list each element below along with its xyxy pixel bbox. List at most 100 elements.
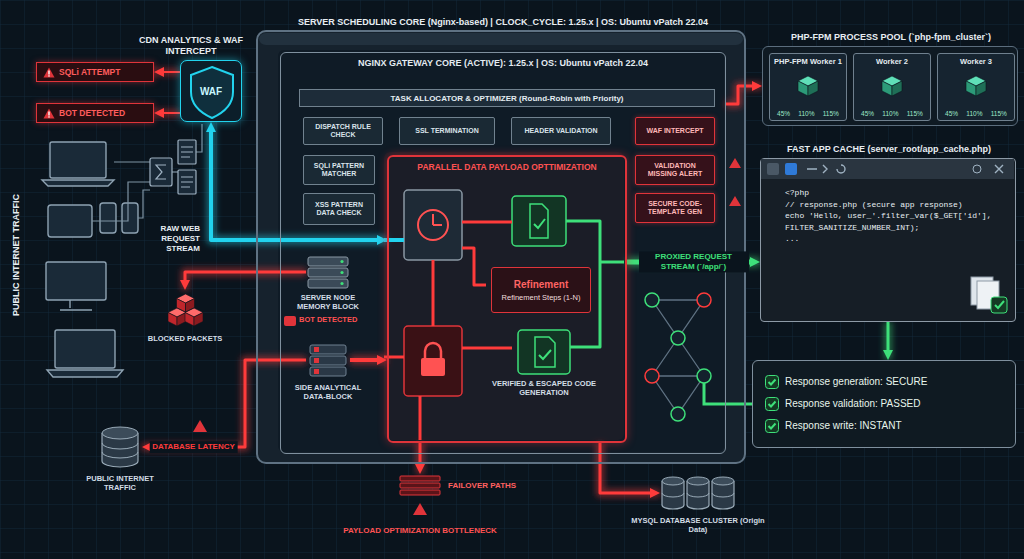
heading-holder: FAST APP CACHE (server_root/app_cache.ph…	[761, 144, 1017, 155]
value-row: 45%110%115%	[773, 110, 843, 117]
flow-connector	[419, 443, 422, 465]
client-devices	[48, 205, 92, 237]
node-text: XSS PATTERN DATA CHECK	[308, 201, 370, 218]
failover-symbol	[398, 474, 442, 498]
heading-holder: BLOCKED PACKETS	[140, 334, 230, 343]
verified-document	[534, 219, 545, 228]
request-documents	[150, 140, 196, 194]
mysql-cluster-icon: MYSQL DATABASE CLUSTER (Origin Data)	[660, 474, 736, 512]
editor-toolbar	[767, 163, 779, 175]
heading-text: SERVER NODE MEMORY BLOCK	[284, 293, 372, 311]
load-percent: 45%	[777, 110, 790, 117]
connector-glow	[416, 443, 424, 474]
client-devices	[50, 142, 106, 178]
heading-text: SIDE ANALYTICAL DATA-BLOCK	[284, 383, 372, 401]
process-box: DISPATCH RULE CHECK	[303, 117, 383, 145]
worker-cube	[798, 81, 808, 96]
code-gen-icon: VERIFIED & ESCAPED CODE GENERATION	[517, 329, 571, 375]
node-text: HEADER VALIDATION	[516, 127, 606, 135]
server-symbol	[340, 271, 343, 274]
load-percent: 110%	[882, 110, 898, 117]
shield-symbol	[191, 67, 233, 118]
app-cache-window: <?php// response.php (secure app respons…	[760, 158, 1016, 322]
internal-flow	[384, 222, 512, 440]
node-text: PHP-FPM Worker 1	[773, 57, 843, 66]
worker-mesh	[645, 293, 752, 421]
code-line: FILTER_SANITIZE_NUMBER_INT);	[785, 222, 1005, 234]
payload-lock	[404, 326, 462, 396]
worker-cube	[961, 72, 991, 100]
greendoc-symbol	[518, 330, 570, 374]
flow-connector	[600, 443, 651, 493]
worker-mesh	[645, 369, 659, 383]
stack-symbol	[306, 341, 350, 379]
process-box: SSL TERMINATION	[399, 117, 495, 145]
scheduler-clock	[404, 190, 462, 260]
heading-holder: CDN ANALYTICS & WAF INTERCEPT	[131, 35, 251, 57]
node-text: Response validation: PASSED	[765, 396, 1003, 412]
greendoc-symbol	[535, 337, 555, 367]
device-wires	[196, 124, 202, 152]
worker-cube	[877, 72, 907, 100]
panel-fill	[259, 33, 743, 45]
client-devices	[55, 330, 115, 368]
worker-box: PHP-FPM Worker 1 45%110%115%	[769, 53, 847, 121]
scheduler-clock	[418, 210, 448, 240]
scheduler-clock	[433, 214, 442, 225]
heading-text: PHP-FPM PROCESS POOL (`php-fpm_cluster`)	[763, 32, 1019, 43]
connector-glow	[154, 110, 180, 117]
heading-holder: SIDE ANALYTICAL DATA-BLOCK	[284, 383, 372, 401]
cubes-symbol	[186, 299, 195, 313]
cubes-symbol	[185, 313, 194, 327]
alert-badge: SQLi ATTEMPT	[36, 62, 154, 82]
worker-cube	[976, 81, 986, 96]
panel-fill	[256, 30, 746, 464]
device-wires	[92, 124, 202, 221]
heading-holder: PHP-FPM PROCESS POOL (`php-fpm_cluster`)	[763, 32, 1019, 43]
verified-document	[512, 196, 566, 246]
connector-glow	[142, 360, 306, 447]
server-symbol	[308, 279, 348, 288]
scheduler-clock	[404, 190, 462, 260]
editor-toolbar	[995, 165, 1003, 173]
optimization-panel: RefinementRefinement Steps (1-N) VERIFIED…	[387, 155, 627, 443]
client-devices	[47, 370, 123, 377]
label-holder: PAYLOAD OPTIMIZATION BOTTLENECK	[320, 526, 520, 535]
server-symbol	[308, 257, 348, 266]
device-wires	[92, 182, 150, 221]
flow-connector	[163, 71, 180, 73]
node-text: Refinement	[496, 279, 586, 290]
label-holder: RAW WEB REQUEST STREAM	[128, 224, 200, 254]
connector-glow	[884, 322, 892, 360]
memory-block-icon: SERVER NODE MEMORY BLOCK	[306, 255, 350, 289]
mysql-symbol	[712, 477, 734, 485]
node-text: SQLi ATTEMPT	[59, 67, 147, 77]
process-pool-panel: PHP-FPM Worker 145%110%115%Worker 245%11…	[762, 46, 1018, 126]
flow-connector	[726, 86, 753, 104]
heading-text: PUBLIC INTERNET TRAFFIC	[70, 474, 170, 492]
label-holder: PUBLIC INTERNET TRAFFIC	[10, 180, 22, 330]
worker-mesh	[697, 293, 711, 307]
payload-lock	[404, 326, 462, 396]
cached-files	[991, 297, 1007, 313]
label-holder: BOT DETECTED	[299, 315, 371, 324]
db-symbol	[98, 424, 142, 470]
heading-text: SERVER SCHEDULING CORE (Nginx-based) | C…	[258, 17, 748, 28]
load-percent: 115%	[907, 110, 923, 117]
verified-document	[512, 196, 566, 246]
stack-symbol	[314, 347, 319, 352]
axis-label: PUBLIC INTERNET TRAFFIC	[10, 180, 22, 330]
flow-connector	[350, 358, 378, 362]
worker-cube	[808, 81, 818, 96]
stream-label: RAW WEB REQUEST STREAM	[128, 224, 200, 254]
load-percent: 115%	[991, 110, 1007, 117]
mysql-symbol	[687, 493, 709, 497]
alert-badge: BOT DETECTED	[36, 103, 154, 123]
worker-mesh	[697, 369, 711, 383]
alert-box: SECURE CODE-TEMPLATE GEN	[635, 193, 715, 223]
editor-toolbar	[761, 159, 1014, 179]
node-text: Refinement Steps (1-N)	[496, 293, 586, 302]
node-text: PARALLEL DATA PAYLOAD OPTTIMIZATION	[417, 162, 596, 172]
panel-fill	[384, 152, 624, 440]
